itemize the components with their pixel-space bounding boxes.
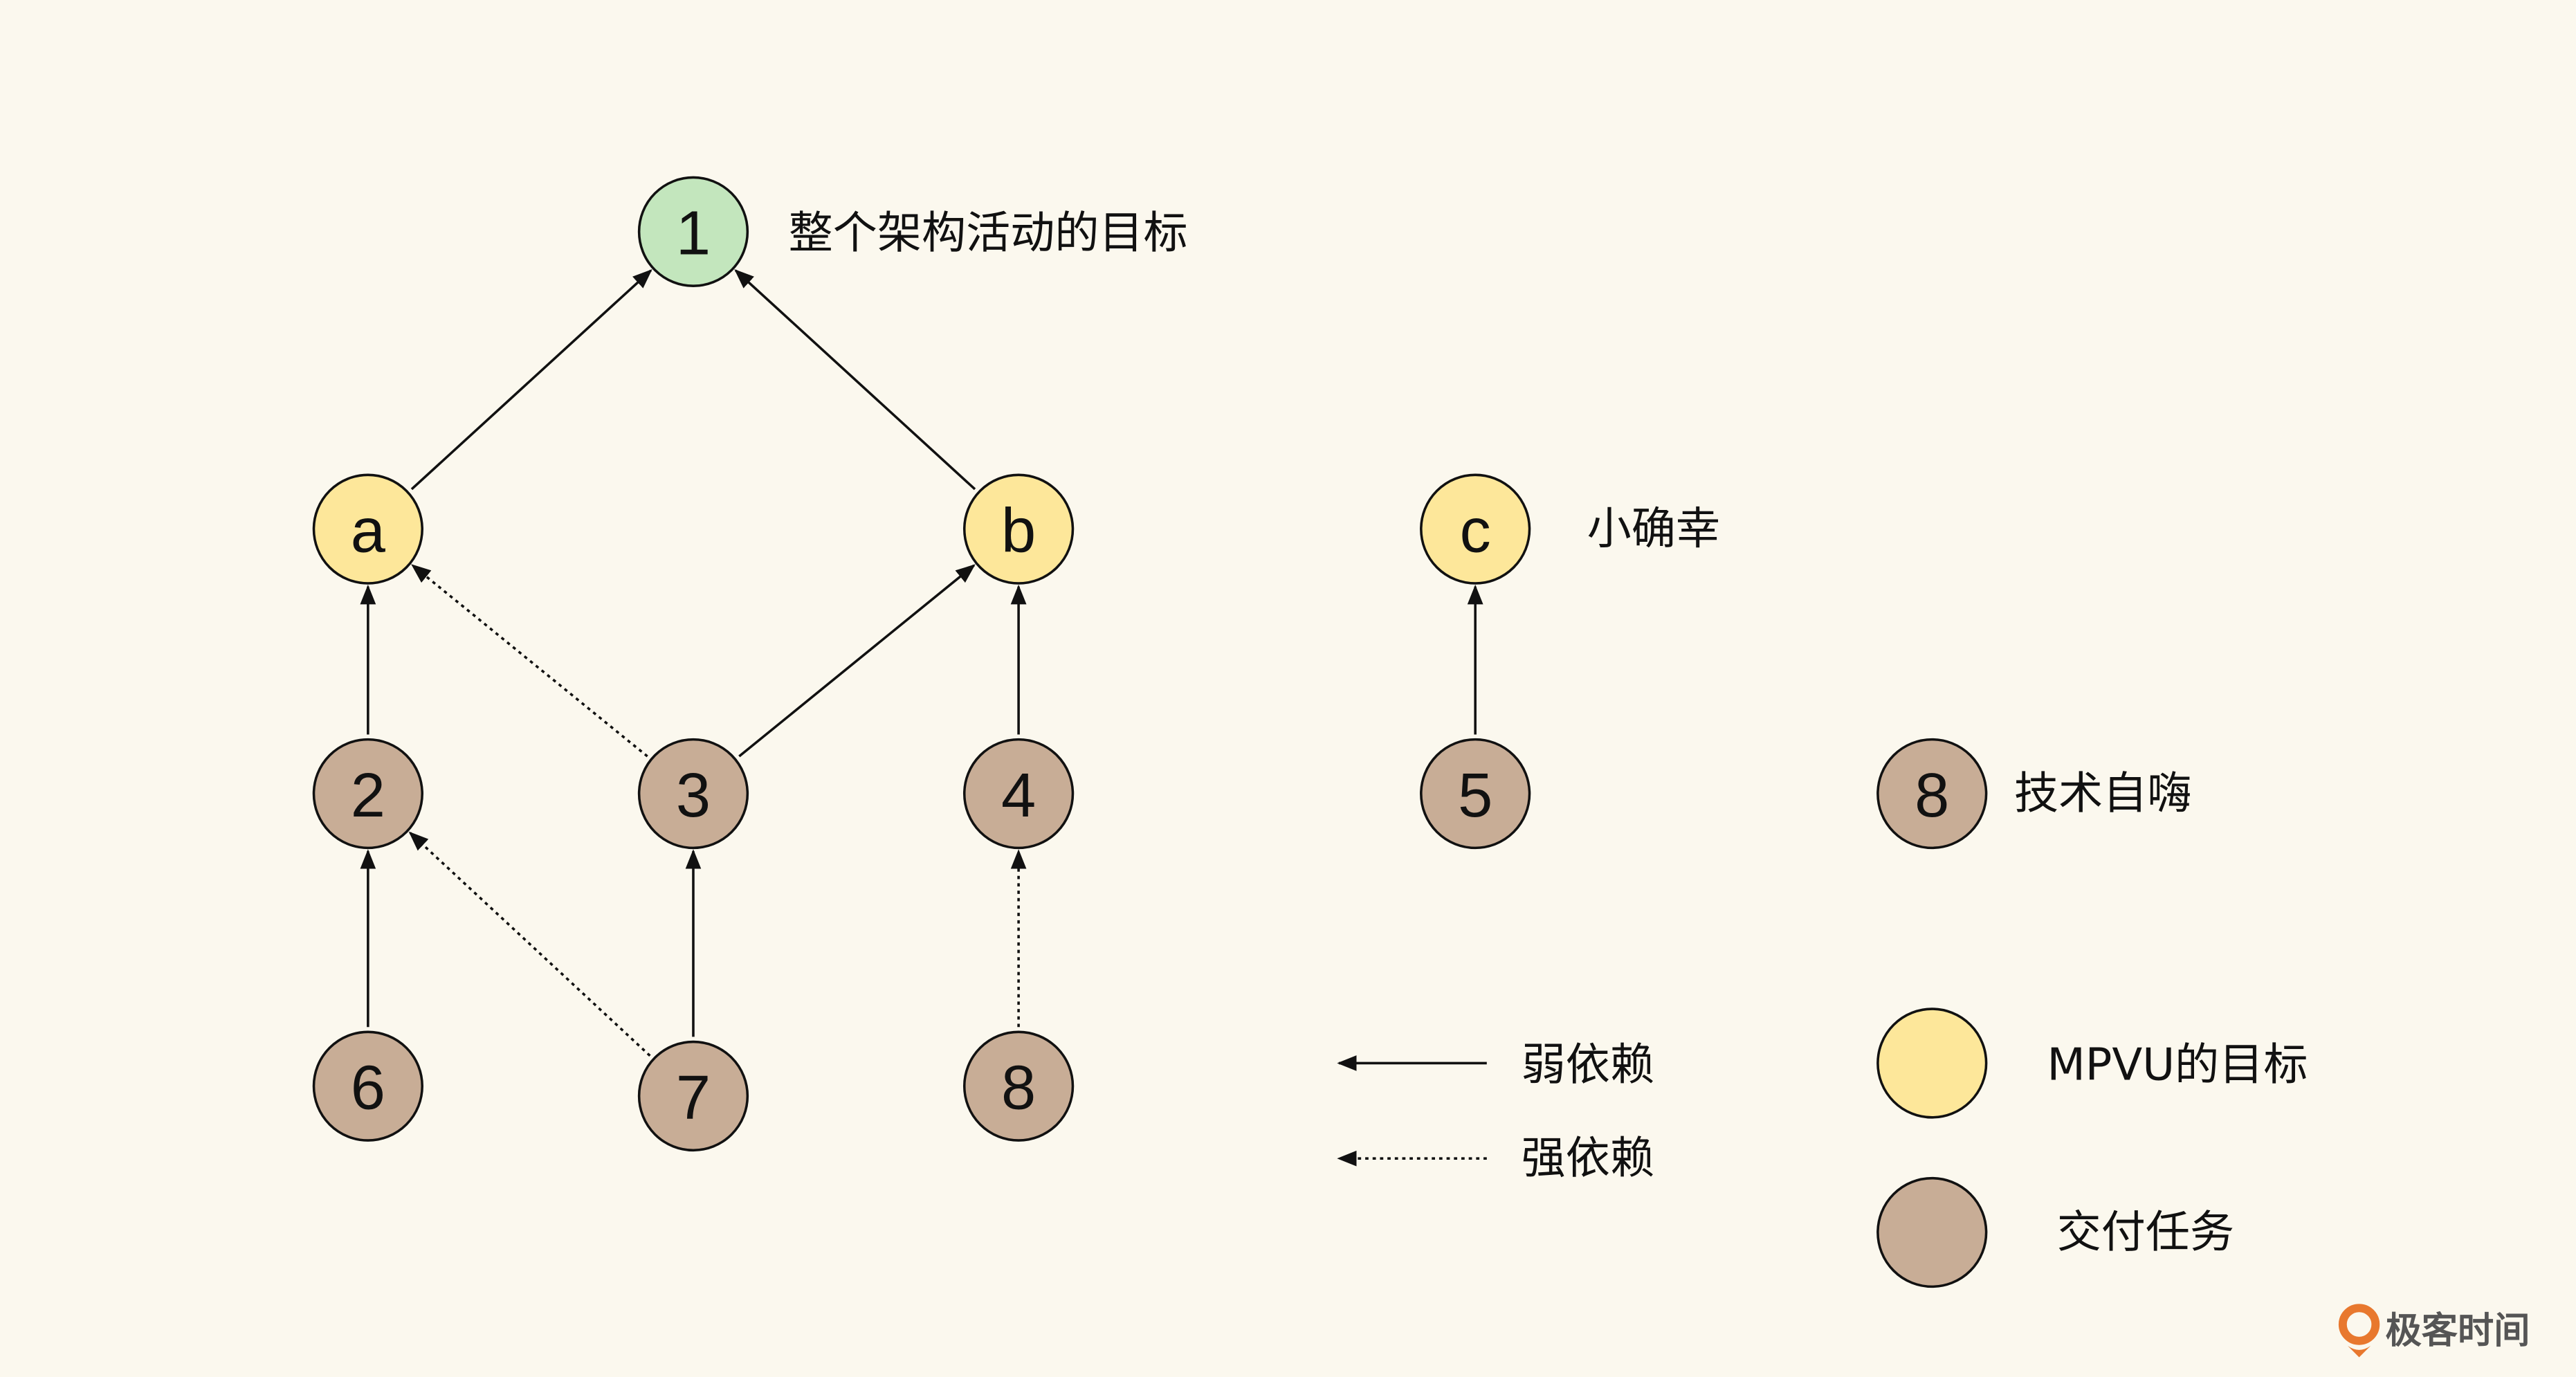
node-circle-task — [312, 1030, 423, 1142]
geektime-logo: 极客时间 — [2338, 1304, 2530, 1358]
node-label: b — [1001, 496, 1036, 566]
node-circle-task — [1420, 738, 1531, 850]
node-circle-mpvu_goal — [962, 473, 1075, 585]
node-n6: 6 — [312, 1030, 423, 1142]
node-nb: b — [962, 473, 1075, 585]
legend: 弱依赖 强依赖 MPVU的目标 交付任务 — [1337, 1007, 2308, 1288]
edge-n3-to-na-dotted — [411, 564, 648, 758]
logo-text: 极客时间 — [2386, 1311, 2530, 1352]
node-label: 2 — [351, 760, 385, 830]
legend-strong-label: 强依赖 — [1522, 1133, 1654, 1185]
edge-n7-to-n2-dotted — [408, 831, 651, 1057]
node-label: 8 — [1915, 760, 1949, 830]
node-n3: 3 — [637, 738, 749, 850]
small-joy-annotation: 小确幸 — [1587, 503, 1720, 555]
node-n7: 7 — [637, 1040, 749, 1152]
node-circle-task — [962, 738, 1075, 850]
node-nc: c — [1420, 473, 1531, 585]
node-circle-task — [637, 1040, 749, 1152]
nodes: 1 a b c 2 3 4 5 8 6 7 8 — [312, 176, 1988, 1152]
legend-task-label: 交付任务 — [2057, 1207, 2234, 1259]
legend-mpvu-label: MPVU的目标 — [2047, 1039, 2308, 1091]
node-n8: 8 — [962, 1030, 1075, 1142]
node-label: 3 — [676, 760, 711, 830]
logo-icon — [2338, 1304, 2380, 1345]
edge-na-to-n1-solid — [410, 268, 652, 491]
tech-self-indulgence-annotation: 技术自嗨 — [2014, 767, 2191, 819]
node-circle-task — [962, 1030, 1075, 1142]
node-label: 1 — [676, 199, 711, 268]
node-label: 7 — [676, 1063, 711, 1133]
node-circle-mpvu_goal — [312, 473, 423, 585]
node-circle-mpvu_goal — [1420, 473, 1531, 585]
goal-annotation: 整个架构活动的目标 — [789, 208, 1188, 259]
legend-task-swatch — [1876, 1176, 1988, 1288]
node-label: 5 — [1458, 760, 1492, 830]
node-label: 6 — [351, 1053, 385, 1123]
node-na: a — [312, 473, 423, 585]
legend-weak-label: 弱依赖 — [1522, 1039, 1654, 1091]
node-n5: 5 — [1420, 738, 1531, 850]
node-label: a — [351, 496, 386, 566]
node-n2: 2 — [312, 738, 423, 850]
node-label: c — [1460, 496, 1491, 566]
legend-mpvu-swatch — [1876, 1007, 1988, 1119]
edges — [360, 268, 1483, 1057]
node-n1: 1 — [637, 176, 749, 287]
node-circle-goal — [637, 176, 749, 287]
node-n8b: 8 — [1876, 738, 1988, 850]
node-n4: 4 — [962, 738, 1075, 850]
edge-n3-to-nb-solid — [738, 564, 976, 758]
node-circle-task — [312, 738, 423, 850]
edge-nb-to-n1-solid — [734, 268, 976, 491]
node-circle-task — [1876, 738, 1988, 850]
node-label: 8 — [1001, 1053, 1036, 1123]
node-label: 4 — [1001, 760, 1036, 830]
node-circle-task — [637, 738, 749, 850]
